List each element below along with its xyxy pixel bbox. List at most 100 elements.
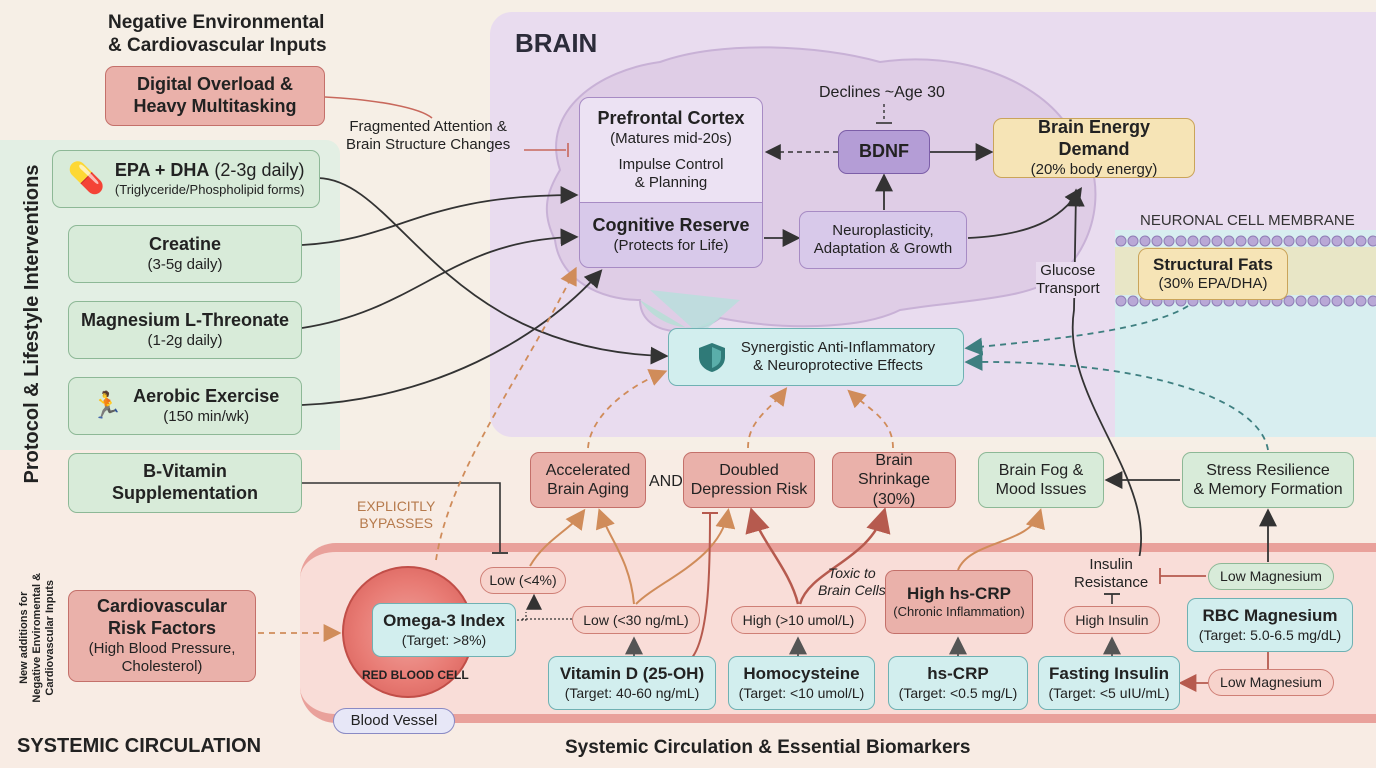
pfc-title: Prefrontal Cortex bbox=[597, 108, 745, 129]
omega-sub: (Target: >8%) bbox=[401, 631, 487, 648]
hscrp-sub: (Target: <0.5 mg/L) bbox=[898, 684, 1018, 701]
runner-icon: 🏃 bbox=[90, 390, 124, 421]
epa-dha-box: 💊 EPA + DHA (2-3g daily) (Triglyceride/P… bbox=[52, 150, 320, 208]
fats-sub: (30% EPA/DHA) bbox=[1158, 275, 1268, 293]
cardio-line3: (High Blood Pressure, bbox=[88, 639, 236, 657]
stress-resilience-box: Stress Resilience & Memory Formation bbox=[1182, 452, 1354, 508]
energy-title: Brain Energy Demand bbox=[1037, 117, 1151, 159]
creatine-box: Creatine (3-5g daily) bbox=[68, 225, 302, 283]
low-omega-box: Low (<4%) bbox=[480, 567, 566, 594]
energy-sub: (20% body energy) bbox=[1030, 160, 1158, 178]
brain-energy-box: Brain Energy Demand (20% body energy) bbox=[993, 117, 1195, 178]
blood-vessel-label: Blood Vessel bbox=[333, 708, 455, 734]
syn-line2: & Neuroprotective Effects bbox=[753, 357, 923, 374]
low-vitamin-d-box: Low (<30 ng/mL) bbox=[572, 606, 700, 634]
high-homocysteine-box: High (>10 umol/L) bbox=[731, 606, 866, 634]
protocol-vertical-label: Protocol & Lifestyle Interventions bbox=[21, 164, 43, 484]
vitamin-d-box: Vitamin D (25-OH) (Target: 40-60 ng/mL) bbox=[548, 656, 716, 710]
env-heading-line2: & Cardiovascular Inputs bbox=[108, 34, 327, 56]
declines-label: Declines ~Age 30 bbox=[819, 84, 945, 101]
neuro-line2: Adaptation & Growth bbox=[813, 240, 953, 257]
side-line1: New additions for bbox=[18, 591, 31, 684]
explicitly-bypasses-label: EXPLICITLY BYPASSES bbox=[357, 498, 435, 532]
aging-line2: Brain Aging bbox=[547, 481, 629, 498]
rbcmag-title: RBC Magnesium bbox=[1202, 606, 1338, 626]
hscrp-box: hs-CRP (Target: <0.5 mg/L) bbox=[888, 656, 1028, 710]
low-magnesium-bottom-box: Low Magnesium bbox=[1208, 669, 1334, 696]
systemic-circulation-left: SYSTEMIC CIRCULATION bbox=[17, 735, 262, 757]
low-magnesium-top-box: Low Magnesium bbox=[1208, 563, 1334, 590]
systemic-circulation-bottom: Systemic Circulation & Essential Biomark… bbox=[565, 737, 971, 758]
aerobic-exercise-box: 🏃 Aerobic Exercise (150 min/wk) bbox=[68, 377, 302, 435]
b-vitamin-box: B-Vitamin Supplementation bbox=[68, 453, 302, 513]
shrink-line2: Shrinkage (30%) bbox=[857, 471, 931, 508]
vitd-sub: (Target: 40-60 ng/mL) bbox=[564, 684, 700, 701]
structural-fats-box: Structural Fats (30% EPA/DHA) bbox=[1138, 248, 1288, 300]
brain-title: BRAIN bbox=[515, 28, 598, 58]
high-hscrp-box: High hs-CRP (Chronic Inflammation) bbox=[885, 570, 1033, 634]
epa-dose: (2-3g daily) bbox=[209, 160, 305, 181]
toxic-label: Toxic to Brain Cells bbox=[818, 565, 886, 599]
brain-fog-box: Brain Fog & Mood Issues bbox=[978, 452, 1104, 508]
pfc-line1: Impulse Control bbox=[618, 155, 724, 173]
rbcmag-sub: (Target: 5.0-6.5 mg/dL) bbox=[1198, 626, 1342, 643]
aerobic-sub: (150 min/wk) bbox=[163, 407, 250, 425]
depression-line1: Doubled bbox=[719, 461, 779, 479]
cardiovascular-risk-box: Cardiovascular Risk Factors (High Blood … bbox=[68, 590, 256, 682]
hscrp-title: hs-CRP bbox=[927, 664, 989, 684]
stress-line2: & Memory Formation bbox=[1193, 481, 1343, 498]
syn-line1: Synergistic Anti-Inflammatory bbox=[740, 339, 936, 356]
creatine-sub: (3-5g daily) bbox=[147, 255, 223, 273]
cardio-line1: Cardiovascular bbox=[96, 596, 228, 617]
fragmented-attention-label: Fragmented Attention & Brain Structure C… bbox=[346, 118, 510, 154]
side-note-label: New additions for Negative Enviromental … bbox=[18, 558, 58, 718]
stress-line1: Stress Resilience bbox=[1206, 461, 1330, 479]
magnesium-threonate-box: Magnesium L-Threonate (1-2g daily) bbox=[68, 301, 302, 359]
brain-shrinkage-box: Brain Shrinkage (30%) bbox=[832, 452, 956, 508]
bvit-line2: Supplementation bbox=[111, 483, 258, 503]
pfc-sub: (Matures mid-20s) bbox=[610, 129, 732, 147]
omega3-index-box: Omega-3 Index (Target: >8%) bbox=[372, 603, 516, 657]
fasting-insulin-box: Fasting Insulin (Target: <5 uIU/mL) bbox=[1038, 656, 1180, 710]
insres-line2: Resistance bbox=[1074, 574, 1149, 591]
membrane-label: NEURONAL CELL MEMBRANE bbox=[1140, 212, 1355, 229]
explicitly-line1: EXPLICITLY bbox=[357, 498, 436, 514]
neuroplasticity-box: Neuroplasticity, Adaptation & Growth bbox=[799, 211, 967, 269]
fragmented-line2: Brain Structure Changes bbox=[346, 136, 511, 153]
reserve-sub: (Protects for Life) bbox=[613, 236, 729, 254]
fats-title: Structural Fats bbox=[1153, 254, 1273, 274]
cognitive-reserve-box: Cognitive Reserve (Protects for Life) bbox=[579, 202, 763, 268]
glucose-line1: Glucose bbox=[1040, 262, 1096, 279]
pfc-line2: & Planning bbox=[634, 173, 708, 191]
homo-title: Homocysteine bbox=[743, 664, 860, 684]
depression-risk-box: Doubled Depression Risk bbox=[683, 452, 815, 508]
omega-title: Omega-3 Index bbox=[383, 611, 505, 631]
env-heading-line1: Negative Environmental bbox=[108, 12, 325, 33]
mag-sub: (1-2g daily) bbox=[147, 331, 223, 349]
cardio-line2: Risk Factors bbox=[107, 618, 217, 638]
reserve-title: Cognitive Reserve bbox=[592, 215, 750, 236]
rbc-magnesium-box: RBC Magnesium (Target: 5.0-6.5 mg/dL) bbox=[1187, 598, 1353, 652]
toxic-line1: Toxic to bbox=[827, 565, 876, 581]
depression-line2: Depression Risk bbox=[690, 481, 808, 498]
prefrontal-cortex-box: Prefrontal Cortex (Matures mid-20s) Impu… bbox=[579, 97, 763, 203]
digital-overload-box: Digital Overload & Heavy Multitasking bbox=[105, 66, 325, 126]
cardio-line4: Cholesterol) bbox=[121, 657, 203, 675]
aerobic-title: Aerobic Exercise bbox=[133, 386, 280, 407]
rbc-label: RED BLOOD CELL bbox=[362, 668, 469, 682]
brain-aging-box: Accelerated Brain Aging bbox=[530, 452, 646, 508]
insulin-resistance-label: Insulin Resistance bbox=[1074, 556, 1149, 592]
hscrp-high-title: High hs-CRP bbox=[907, 584, 1011, 603]
digital-line1: Digital Overload & bbox=[136, 74, 294, 95]
insres-line1: Insulin bbox=[1089, 556, 1133, 573]
high-insulin-box: High Insulin bbox=[1064, 606, 1160, 634]
side-line3: Cardiovascular Inputs bbox=[44, 580, 57, 696]
epa-sub: (Triglyceride/Phospholipid forms) bbox=[114, 182, 305, 197]
creatine-title: Creatine bbox=[148, 234, 222, 255]
fasting-sub: (Target: <5 uIU/mL) bbox=[1048, 684, 1170, 701]
hscrp-high-sub: (Chronic Inflammation) bbox=[893, 604, 1025, 620]
synergistic-effects-box: Synergistic Anti-Inflammatory & Neuropro… bbox=[668, 328, 964, 386]
fasting-title: Fasting Insulin bbox=[1049, 664, 1169, 684]
pill-icon: 💊 bbox=[67, 162, 105, 195]
and-label: AND bbox=[649, 473, 683, 490]
